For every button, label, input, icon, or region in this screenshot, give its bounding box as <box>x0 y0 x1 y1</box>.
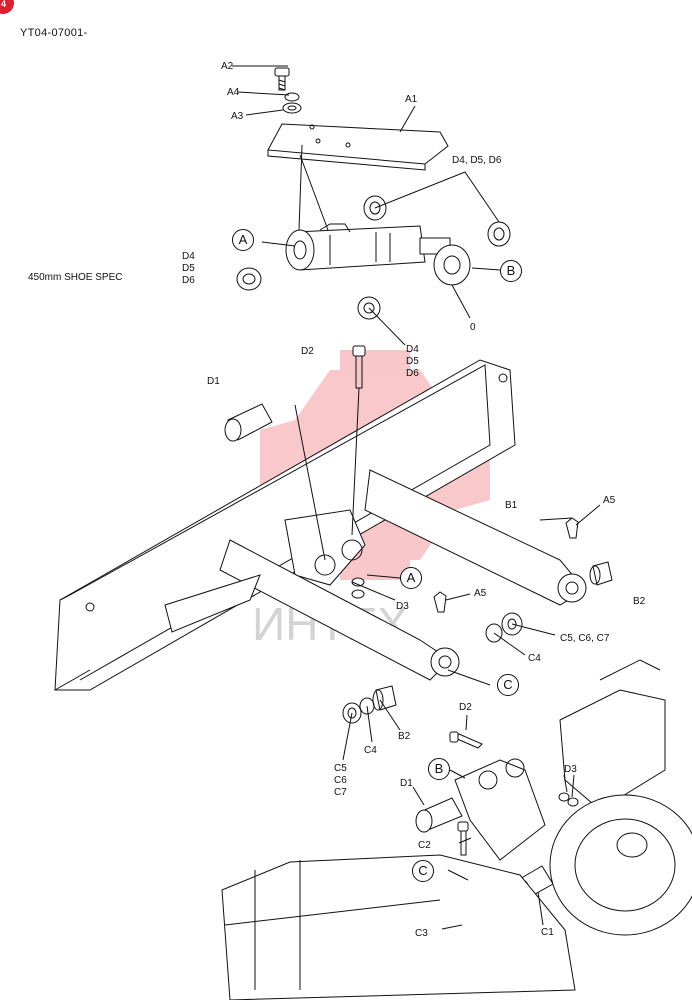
bolt-d2-lower <box>449 731 483 749</box>
label-d4-left: D4 <box>182 251 195 262</box>
washer-d-left <box>236 267 262 291</box>
blade-cylinder <box>285 223 471 286</box>
pin-d1-lower <box>415 797 463 833</box>
label-c4-right: C4 <box>528 653 541 664</box>
label-d1-upper: D1 <box>207 376 220 387</box>
page-corner-badge: 4 <box>0 0 14 14</box>
bolt-a2 <box>274 67 290 91</box>
label-c4-lower: C4 <box>364 745 377 756</box>
callout-c-low: C <box>412 860 434 882</box>
blade-ear <box>284 509 366 586</box>
leader-d-pins <box>294 387 360 561</box>
label-c3: C3 <box>415 928 428 939</box>
callout-a-top: A <box>232 229 254 251</box>
nut-d3-right-b <box>567 797 579 807</box>
undercarriage-frame <box>221 659 666 1000</box>
label-c7: C7 <box>334 787 347 798</box>
callout-b-top: B <box>500 260 522 282</box>
label-b1: B1 <box>505 500 518 511</box>
label-d6-mid: D6 <box>406 368 419 379</box>
callout-c-mid: C <box>497 674 519 696</box>
pin-d1-upper <box>224 403 273 442</box>
label-d5-mid: D5 <box>406 356 419 367</box>
callout-b-low: B <box>428 758 450 780</box>
label-c6: C6 <box>334 775 347 786</box>
label-a1: A1 <box>405 94 418 105</box>
frame-arm-b1 <box>364 469 587 606</box>
label-a2: A2 <box>221 61 234 72</box>
label-a5-lower: A5 <box>474 588 487 599</box>
label-a5-upper: A5 <box>603 495 616 506</box>
label-c567-right: C5, C6, C7 <box>560 633 610 644</box>
label-c2: C2 <box>418 840 431 851</box>
grease-fitting-a5-lower <box>433 591 447 613</box>
label-d3-mid: D3 <box>396 601 409 612</box>
label-d2-lower: D2 <box>459 702 472 713</box>
label-d-mid-stack: D4 D5 D6 <box>406 344 419 380</box>
label-d6-left: D6 <box>182 275 195 286</box>
label-c-lower-stack: C5 C6 C7 <box>334 763 347 799</box>
corner-badge-text: 4 <box>1 0 7 9</box>
label-d-left-stack: D4 D5 D6 <box>182 251 195 287</box>
nut-d3-mid-b <box>351 589 365 599</box>
swing-bearing-ring <box>549 794 692 936</box>
callout-a-mid: A <box>400 567 422 589</box>
mounting-bracket <box>454 758 546 861</box>
spec-note: 450mm SHOE SPEC <box>28 272 123 283</box>
plate-a1 <box>267 123 449 171</box>
label-zero: 0 <box>470 322 476 333</box>
label-d456-top: D4, D5, D6 <box>452 155 502 166</box>
bushing-b2-right <box>589 561 613 586</box>
frame-arm-lower <box>164 539 460 681</box>
label-c1: C1 <box>541 927 554 938</box>
label-d2-upper: D2 <box>301 346 314 357</box>
grease-fitting-a5-upper <box>565 517 579 539</box>
washer-a4 <box>284 92 300 102</box>
label-c5: C5 <box>334 763 347 774</box>
washer-d-top-b <box>487 221 511 247</box>
label-d3-right: D3 <box>564 764 577 775</box>
label-d5-left: D5 <box>182 263 195 274</box>
bolt-c2 <box>457 821 469 856</box>
label-d1-lower: D1 <box>400 778 413 789</box>
document-id: YT04-07001- <box>20 27 88 39</box>
label-b2-lower: B2 <box>398 731 411 742</box>
bushing-b2-lower <box>372 685 397 711</box>
label-a4: A4 <box>227 87 240 98</box>
label-a3: A3 <box>231 111 244 122</box>
label-d4-mid: D4 <box>406 344 419 355</box>
label-b2-right: B2 <box>633 596 646 607</box>
nut-d3-right-a <box>558 792 570 802</box>
bolt-d2-upper <box>352 345 366 389</box>
washer-a3 <box>282 102 302 114</box>
